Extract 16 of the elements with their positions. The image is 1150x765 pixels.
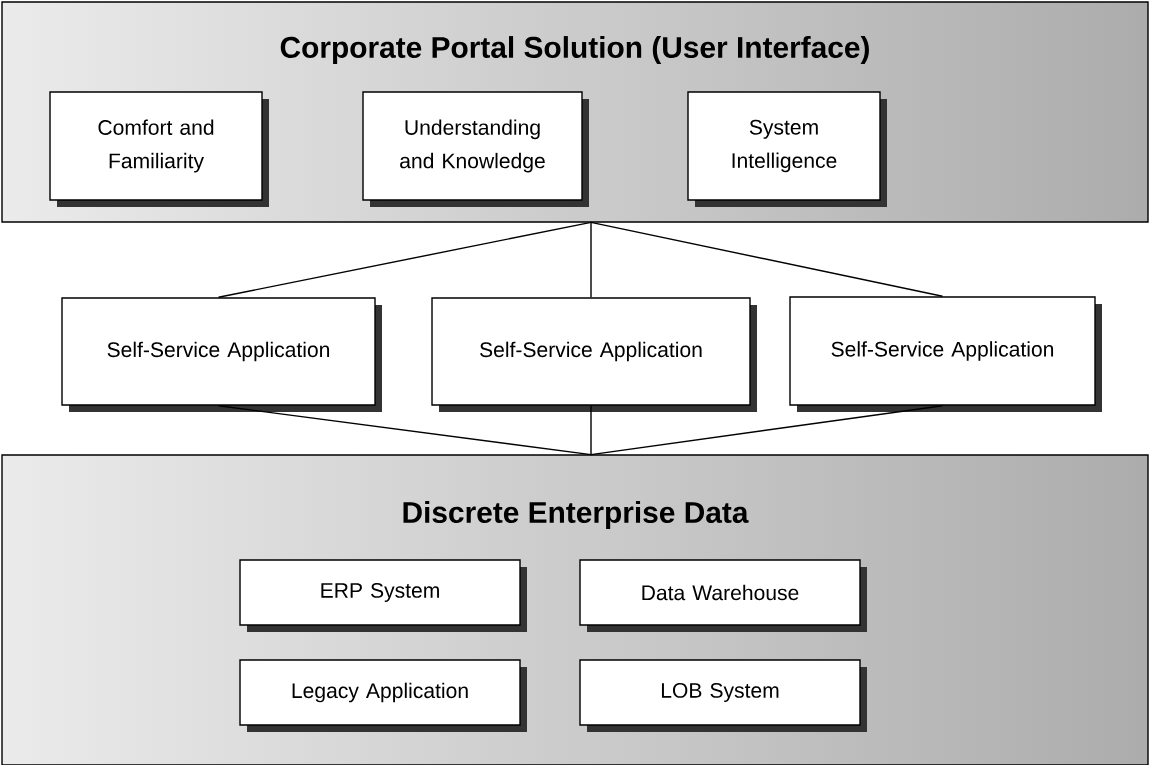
text-box: Comfort and Familiarity: [49, 91, 269, 207]
text-box: LOB System: [579, 659, 867, 732]
text-box: Self-Service Application: [431, 297, 757, 412]
text-box: ERP System: [239, 559, 527, 632]
connector-line: [217, 405, 592, 456]
connector-line: [590, 405, 944, 456]
connector-line: [217, 221, 592, 298]
text-box: Understanding and Knowledge: [362, 91, 589, 207]
connector-line: [590, 221, 944, 297]
text-box: Data Warehouse: [579, 559, 867, 632]
text-box: Self-Service Application: [61, 297, 382, 412]
text-box: System Intelligence: [687, 91, 887, 207]
text-box: Self-Service Application: [789, 296, 1102, 412]
connector-line: [590, 405, 592, 456]
text-box: Legacy Application: [239, 659, 527, 732]
connector-line: [590, 221, 592, 298]
